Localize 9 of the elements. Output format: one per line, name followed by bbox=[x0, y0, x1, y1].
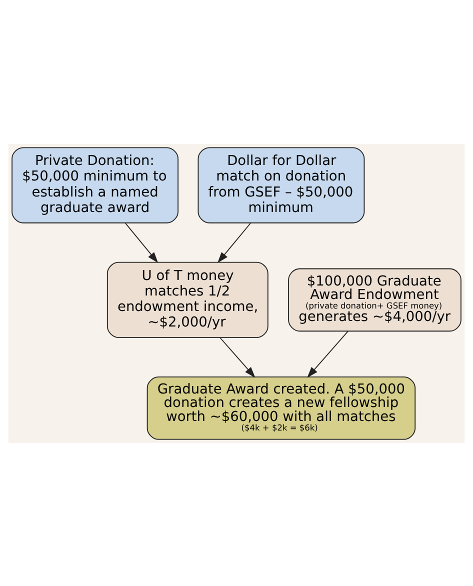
arrow bbox=[220, 336, 256, 378]
node-box: Graduate Award created. A $50,000 donation creates a new fellowship worth ~$60,000 with all matches ($4k + $2k = $6k) bbox=[146, 376, 416, 440]
node-box: $100,000 Graduate Award Endowment (private donation+ GSEF money) generates ~$4,000/yr bbox=[288, 268, 462, 332]
arrow bbox=[307, 330, 348, 378]
node-box: Private Donation: $50,000 minimum to establish a named graduate award bbox=[12, 146, 178, 223]
arrow bbox=[217, 222, 252, 263]
node-box: U of T money matches 1/2 endowment income, ~$2,000/yr bbox=[106, 261, 268, 338]
node-box: Dollar for Dollar match on donation from GSEF – $50,000 minimum bbox=[198, 146, 365, 223]
arrow bbox=[124, 222, 158, 263]
